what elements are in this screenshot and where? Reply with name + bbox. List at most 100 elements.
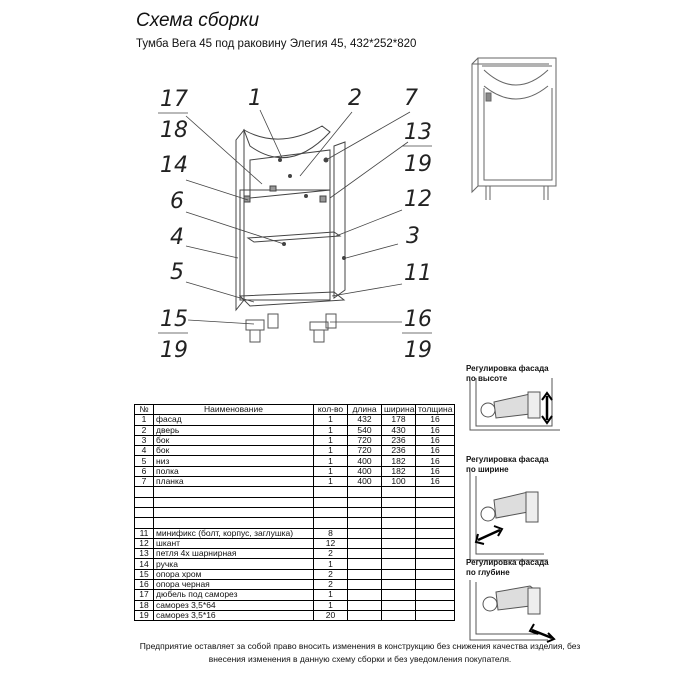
cell-thickness — [415, 558, 455, 570]
table-row — [134, 517, 455, 529]
cell-width — [381, 506, 416, 519]
cell-thickness: 16 — [415, 434, 455, 447]
cell-name: дверь — [153, 424, 314, 436]
part-label-16: 16 — [404, 307, 432, 332]
cell-name — [153, 496, 314, 508]
part-label-18: 18 — [160, 118, 188, 143]
cell-thickness: 16 — [415, 455, 455, 467]
cell-qty: 1 — [313, 599, 348, 611]
adjust-height-title: Регулировка фасада — [466, 364, 549, 373]
cell-name — [153, 506, 314, 519]
cell-width: 178 — [381, 414, 416, 426]
part-label-13: 13 — [404, 120, 432, 145]
cell-length: 400 — [347, 476, 382, 488]
part-label-2: 2 — [348, 86, 362, 111]
cell-thickness — [415, 609, 455, 622]
part-label-19-right: 19 — [404, 338, 432, 363]
part-label-3: 3 — [406, 224, 420, 249]
cell-length: 400 — [347, 455, 382, 467]
adjust-height-subtitle: по высоте — [466, 374, 508, 383]
cell-width: 236 — [381, 434, 416, 447]
cell-qty: 2 — [313, 568, 348, 581]
cell-number: 11 — [134, 527, 154, 539]
part-label-12: 12 — [404, 187, 432, 212]
cell-width — [381, 568, 416, 581]
cell-number — [134, 517, 154, 529]
cell-thickness — [415, 599, 455, 611]
cell-thickness: 16 — [415, 465, 455, 478]
cell-width — [381, 527, 416, 539]
cell-number: 16 — [134, 579, 154, 591]
col-header-qty: кол-во — [313, 403, 348, 416]
cell-number — [134, 496, 154, 508]
cell-thickness — [415, 579, 455, 591]
adjust-width-label: Регулировка фасада по ширине — [466, 455, 549, 475]
cell-number: 12 — [134, 537, 154, 550]
cell-number — [134, 486, 154, 498]
cell-width — [381, 558, 416, 570]
cell-thickness — [415, 486, 455, 498]
cell-length — [347, 609, 382, 622]
adjust-depth-label: Регулировка фасада по глубине — [466, 558, 549, 578]
cell-thickness: 16 — [415, 414, 455, 426]
part-label-6: 6 — [170, 189, 184, 214]
cell-length — [347, 568, 382, 581]
cell-width: 430 — [381, 424, 416, 436]
cell-qty: 1 — [313, 589, 348, 601]
table-row — [134, 506, 455, 519]
cell-name: петля 4х шарнирная — [153, 548, 314, 560]
cell-number: 6 — [134, 465, 154, 478]
hinge-depth-illustration — [469, 580, 556, 643]
cell-length — [347, 599, 382, 611]
cell-width: 100 — [381, 476, 416, 488]
cell-qty — [313, 496, 348, 508]
part-label-17: 17 — [160, 87, 188, 112]
cell-width — [381, 589, 416, 601]
cell-length — [347, 589, 382, 601]
cell-thickness — [415, 589, 455, 601]
disclaimer-line-1: Предприятие оставляет за собой право вно… — [139, 641, 581, 651]
cell-width — [381, 609, 416, 622]
cell-number: 7 — [134, 476, 154, 488]
cell-width: 236 — [381, 445, 416, 457]
adjust-width-subtitle: по ширине — [466, 465, 509, 474]
cell-qty: 1 — [313, 455, 348, 467]
cell-qty: 1 — [313, 476, 348, 488]
cell-qty — [313, 506, 348, 519]
adjust-depth-title: Регулировка фасада — [466, 558, 549, 567]
cell-qty — [313, 486, 348, 498]
disclaimer-footer: Предприятие оставляет за собой право вно… — [130, 640, 590, 666]
cell-length — [347, 527, 382, 539]
document-title: Схема сборки — [136, 10, 260, 31]
part-label-14: 14 — [160, 153, 188, 178]
cell-thickness — [415, 568, 455, 581]
cell-name: бок — [153, 434, 314, 447]
cell-number: 2 — [134, 424, 154, 436]
cell-name: бок — [153, 445, 314, 457]
cell-length — [347, 486, 382, 498]
cell-name — [153, 517, 314, 529]
cell-number: 17 — [134, 589, 154, 601]
cell-name: шкант — [153, 537, 314, 550]
hinge-height-illustration — [469, 378, 560, 431]
part-label-4: 4 — [170, 225, 184, 250]
cell-thickness: 16 — [415, 445, 455, 457]
cell-width — [381, 548, 416, 560]
disclaimer-line-2: внесения изменения в данную схему сборки… — [208, 654, 512, 664]
cell-number: 5 — [134, 455, 154, 467]
adjust-height-label: Регулировка фасада по высоте — [466, 364, 549, 384]
cell-name: планка — [153, 476, 314, 488]
cell-length: 540 — [347, 424, 382, 436]
cell-number: 1 — [134, 414, 154, 426]
part-numbers: 17 18 1 2 7 13 19 14 6 12 4 3 5 11 15 19… — [158, 86, 432, 363]
cell-width: 182 — [381, 465, 416, 478]
document-subtitle: Тумба Вега 45 под раковину Элегия 45, 43… — [136, 38, 417, 50]
cell-qty: 1 — [313, 445, 348, 457]
cell-qty: 8 — [313, 527, 348, 539]
